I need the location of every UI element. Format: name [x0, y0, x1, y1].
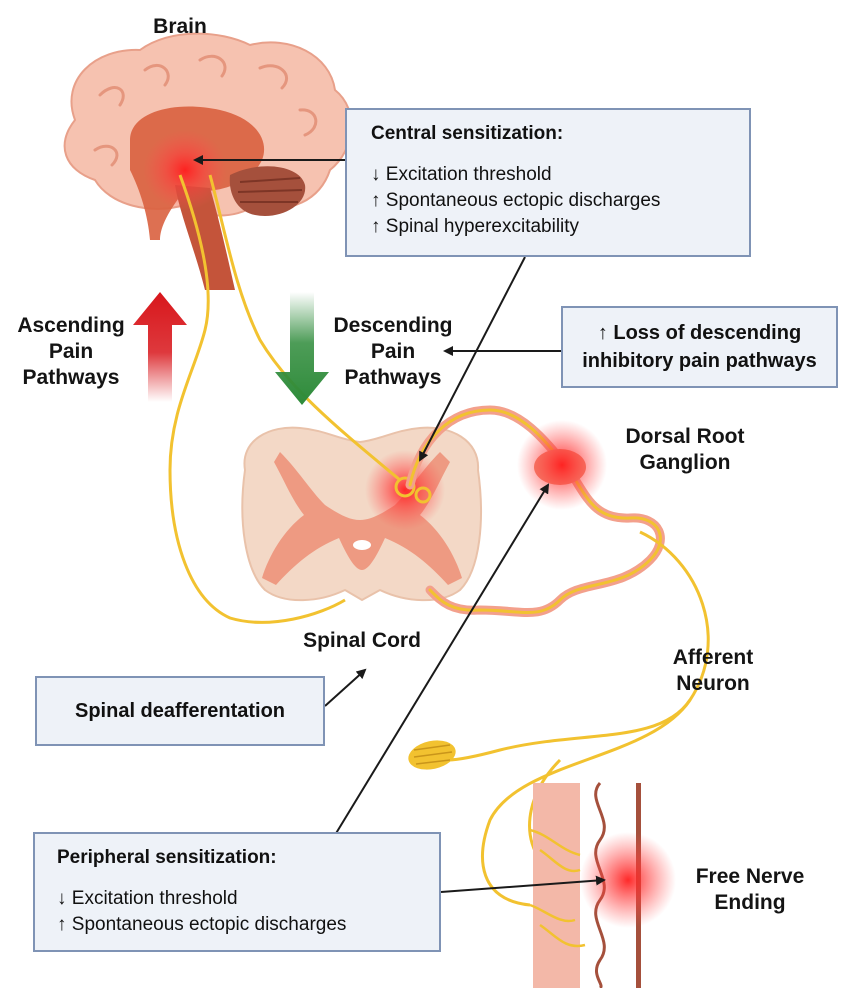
ganglion-inflammation: [517, 420, 607, 510]
dorsal-root-ganglion-label: Dorsal Root Ganglion: [605, 424, 765, 476]
spinal-cord-label: Spinal Cord: [282, 628, 442, 654]
central-sensitization-box: Central sensitization: ↓ Excitation thre…: [345, 108, 751, 257]
central-sensitization-title: Central sensitization:: [371, 122, 749, 146]
brain-inflammation: [143, 130, 227, 210]
arrow-deafferentation-to-cord: [325, 670, 365, 706]
spinal-deafferentation-box: Spinal deafferentation: [35, 676, 325, 746]
descending-loss-line-1: ↑ Loss of descending: [563, 319, 836, 347]
free-nerve-ending-label: Free Nerve Ending: [680, 864, 820, 916]
brain-illustration: [65, 34, 352, 290]
descending-loss-line-2: inhibitory pain pathways: [563, 347, 836, 375]
brain-label: Brain: [130, 14, 230, 40]
ascending-pain-pathways-label: Ascending Pain Pathways: [0, 313, 142, 391]
peripheral-line-1: ↓ Excitation threshold: [57, 886, 439, 912]
skin-section: [530, 783, 676, 988]
central-line-2: ↑ Spontaneous ectopic discharges: [371, 188, 749, 214]
peripheral-line-2: ↑ Spontaneous ectopic discharges: [57, 912, 439, 938]
peripheral-sensitization-box: Peripheral sensitization: ↓ Excitation t…: [33, 832, 441, 952]
central-canal: [353, 540, 371, 550]
central-line-1: ↓ Excitation threshold: [371, 162, 749, 188]
spinal-deafferentation-title: Spinal deafferentation: [75, 699, 285, 723]
descending-loss-box: ↑ Loss of descending inhibitory pain pat…: [561, 306, 838, 388]
central-line-3: ↑ Spinal hyperexcitability: [371, 214, 749, 240]
spinal-cord-cross-section: [242, 428, 481, 601]
afferent-neuron-label: Afferent Neuron: [648, 645, 778, 697]
peripheral-sensitization-title: Peripheral sensitization:: [57, 846, 439, 870]
descending-pain-pathways-label: Descending Pain Pathways: [318, 313, 468, 391]
